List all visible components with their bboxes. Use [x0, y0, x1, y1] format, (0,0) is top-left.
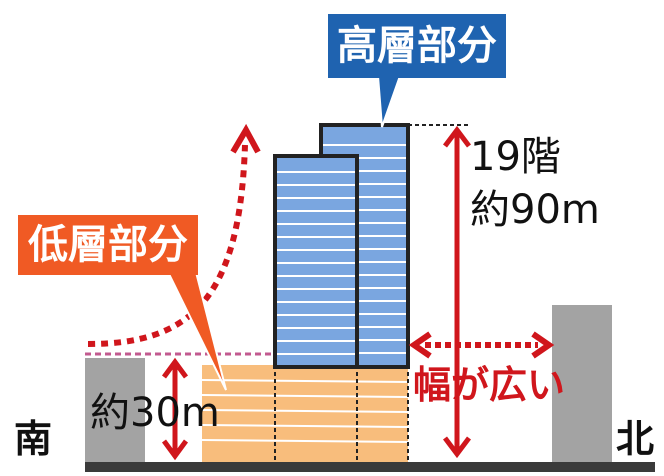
low-rise-podium	[201, 365, 409, 462]
left-neighbor-building	[85, 358, 145, 462]
low-rise-callout: 低層部分	[18, 215, 198, 275]
skyline-curve-arrowhead	[230, 123, 261, 154]
ground-line	[85, 462, 655, 472]
right-neighbor-building	[552, 305, 612, 462]
high-rise-callout-pointer	[376, 75, 402, 128]
high-height-arrow	[443, 125, 471, 459]
south-label: 南	[14, 417, 53, 461]
high-rise-tower-front	[273, 154, 359, 369]
width-double-arrow	[408, 331, 555, 359]
floors-label: 19階	[470, 134, 561, 180]
north-label: 北	[616, 417, 655, 461]
low-height-label: 約30m	[90, 390, 220, 436]
width-label: 幅が広い	[413, 363, 566, 407]
high-height-label: 約90m	[470, 187, 600, 233]
high-rise-callout: 高層部分	[328, 14, 506, 78]
skyline-dotted-curve	[87, 144, 248, 347]
low-height-arrow	[161, 357, 189, 461]
